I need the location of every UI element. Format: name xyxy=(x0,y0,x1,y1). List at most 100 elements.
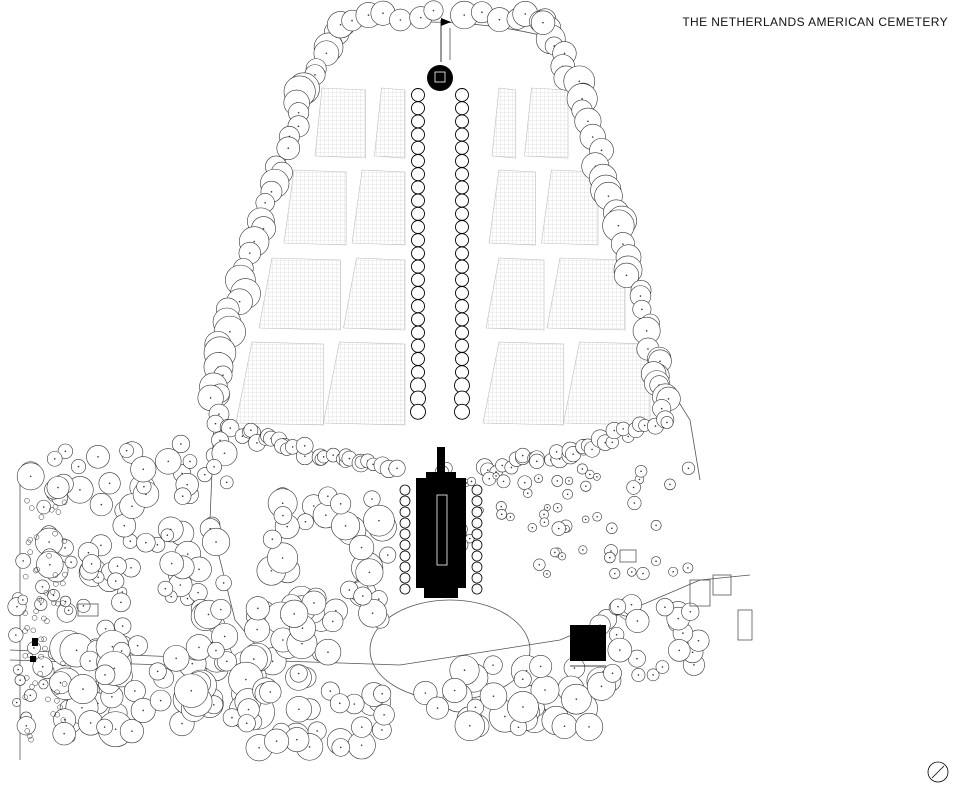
tree-trunk xyxy=(220,608,222,611)
tree-trunk xyxy=(209,397,212,399)
tree-trunk xyxy=(654,425,657,427)
tree-trunk xyxy=(502,480,505,483)
shrub xyxy=(53,581,59,587)
tree-trunk xyxy=(264,201,266,204)
tree-trunk xyxy=(667,398,670,400)
tree-trunk xyxy=(75,649,78,652)
tree-trunk xyxy=(432,9,435,12)
tree-trunk xyxy=(245,678,247,681)
tree-trunk xyxy=(190,689,193,692)
mall-tree-left xyxy=(411,299,425,314)
tree-trunk xyxy=(270,190,273,193)
tree-trunk xyxy=(617,605,619,608)
tree-trunk xyxy=(108,482,111,485)
tree-trunk xyxy=(304,455,306,457)
tower-tree-right xyxy=(471,572,483,584)
tree-trunk xyxy=(655,560,657,562)
tree-trunk xyxy=(125,449,128,452)
tree-trunk xyxy=(563,52,566,55)
tree-canopy xyxy=(7,0,710,762)
tree-trunk xyxy=(57,486,59,489)
tree-trunk xyxy=(281,557,284,559)
tree-trunk xyxy=(218,413,220,415)
tree-trunk xyxy=(568,480,570,482)
tree-trunk xyxy=(186,597,189,600)
memorial-tower xyxy=(416,447,466,598)
tree-trunk xyxy=(166,534,169,536)
grave-plot-block xyxy=(485,257,545,331)
tree-trunk xyxy=(179,584,182,586)
tree-trunk xyxy=(488,477,491,480)
tree-trunk xyxy=(604,441,607,444)
mall-tree-left xyxy=(411,325,425,340)
tree-trunk xyxy=(353,703,356,705)
tree-trunk xyxy=(666,421,668,424)
tree-trunk xyxy=(498,18,501,21)
tree-trunk xyxy=(97,455,99,458)
tree-trunk xyxy=(554,551,556,554)
tree-trunk xyxy=(643,424,646,427)
tower-tree-right xyxy=(471,517,483,529)
tree-trunk xyxy=(348,457,351,460)
tree-trunk xyxy=(510,466,513,469)
mall-tree-right xyxy=(455,299,469,314)
tree-trunk xyxy=(215,541,217,543)
tree-trunk xyxy=(575,698,578,700)
tree-trunk xyxy=(282,639,284,641)
tree-trunk xyxy=(561,555,563,558)
mall-tree-left xyxy=(411,272,425,287)
tree-trunk xyxy=(382,12,384,15)
tree-trunk xyxy=(286,525,288,528)
tower-tree-right xyxy=(471,550,483,562)
tree-trunk xyxy=(566,493,569,496)
tree-trunk xyxy=(573,667,576,669)
tree-trunk xyxy=(215,649,217,652)
tree-trunk xyxy=(622,243,624,245)
tree-trunk xyxy=(372,463,374,466)
tree-trunk xyxy=(100,503,103,506)
tree-trunk xyxy=(463,14,466,16)
tree-trunk xyxy=(578,80,581,83)
tree-trunk xyxy=(581,468,584,470)
tree-trunk xyxy=(367,14,370,16)
tree-trunk xyxy=(524,13,527,15)
shrub xyxy=(34,566,40,573)
shrub xyxy=(52,530,58,537)
tree-trunk xyxy=(170,595,172,598)
tree-trunk xyxy=(256,442,258,444)
tree-trunk xyxy=(546,573,548,575)
tree-trunk xyxy=(588,726,590,728)
tree-trunk xyxy=(613,572,616,575)
shrub xyxy=(52,503,59,510)
tree-trunk xyxy=(142,709,145,712)
shrub xyxy=(54,711,61,718)
tree-trunk xyxy=(29,694,32,697)
mall-tree-left xyxy=(411,220,425,234)
grave-plot-block xyxy=(546,257,626,331)
shrub xyxy=(42,645,48,652)
shrub xyxy=(38,636,44,643)
tree-trunk xyxy=(469,725,471,727)
tree-trunk xyxy=(97,576,99,579)
tree-trunk xyxy=(381,729,383,731)
tree-trunk xyxy=(156,543,159,546)
tree-trunk xyxy=(495,475,497,477)
mall-tree-right xyxy=(455,114,469,129)
tower-tree-right xyxy=(471,583,483,595)
tree-trunk xyxy=(241,435,244,437)
mall-tree-right xyxy=(455,286,469,300)
grave-plot-block xyxy=(283,169,347,246)
tree-trunk xyxy=(660,407,663,410)
tree-trunk xyxy=(377,598,380,600)
tree-trunk xyxy=(543,521,546,524)
shrub xyxy=(32,567,39,574)
grave-plot-block xyxy=(374,87,406,159)
tree-trunk xyxy=(325,514,327,517)
tree-trunk xyxy=(600,685,603,688)
tree-trunk xyxy=(252,658,255,660)
tree-trunk xyxy=(145,541,147,544)
grave-plot-block xyxy=(491,87,516,159)
tree-trunk xyxy=(293,613,296,615)
tree-trunk xyxy=(15,701,18,704)
tree-trunk xyxy=(181,722,183,725)
